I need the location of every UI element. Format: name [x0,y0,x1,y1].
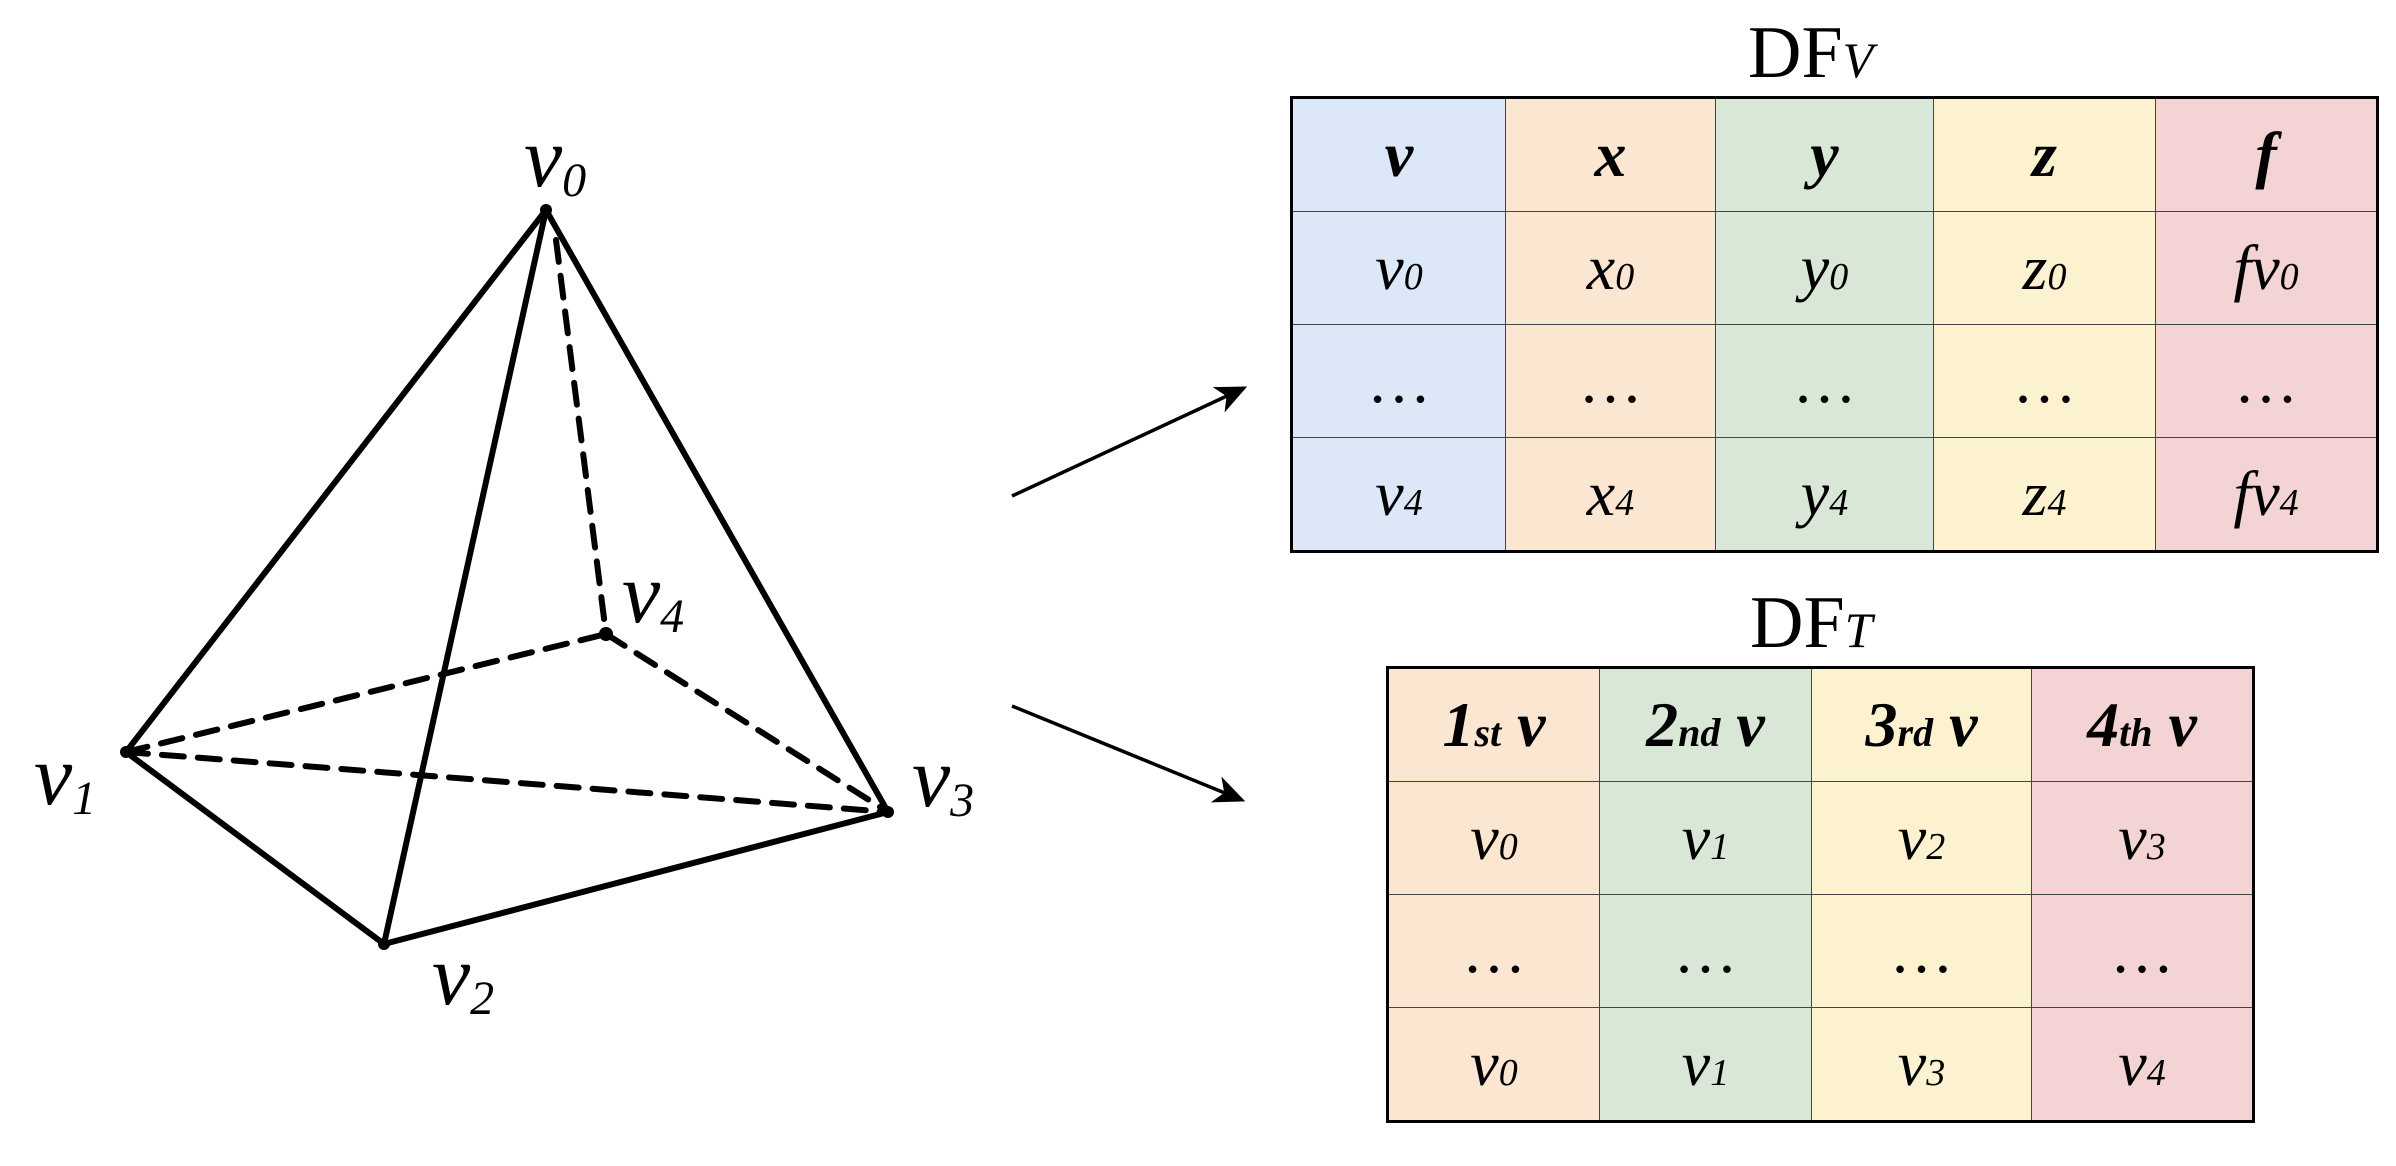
dfv-cell: v4 [1291,437,1506,552]
dfv-header-y: y [1715,97,1934,212]
dfv-table: v x y z f v0 x0 y0 z0 fv0 … … … … … v4 x… [1290,96,2379,553]
dft-cell: v1 [1599,1007,1812,1122]
vertex-label-v4: v4 [622,545,684,643]
dfv-cell: … [1505,324,1716,438]
dfv-header-f: f [2155,97,2378,212]
table-row: … … … … [1387,894,2254,1008]
dft-cell: v3 [2031,781,2254,895]
vertex-label-v3: v3 [912,729,974,827]
dft-header-2nd: 2nd v [1599,667,1812,782]
dfv-cell: fv4 [2155,437,2378,552]
dft-cell: … [1387,894,1600,1008]
vertex-point-v1 [120,746,132,758]
edge-v1-v4 [123,631,609,755]
dfv-cell: … [2155,324,2378,438]
dft-cell: … [2031,894,2254,1008]
vertex-label-v1: v1 [34,727,96,825]
dfv-cell: y4 [1715,437,1934,552]
dfv-cell: … [1715,324,1934,438]
dft-title: DFT [1750,582,1873,664]
dfv-cell: z0 [1933,211,2156,325]
vertex-points [120,204,894,950]
dfv-header-x: x [1505,97,1716,212]
dfv-cell: … [1933,324,2156,438]
dft-cell: … [1599,894,1812,1008]
dft-cell: v0 [1387,781,1600,895]
dfv-cell: … [1291,324,1506,438]
vertex-point-v3 [882,806,894,818]
vertex-point-v0 [540,204,552,216]
vertex-label-v2: v2 [432,927,494,1025]
dfv-header-z: z [1933,97,2156,212]
tetrahedron-edges [123,207,891,947]
edge-v0-v4 [553,237,609,637]
table-row: v0 v1 v3 v4 [1387,1007,2254,1122]
dft-cell: v1 [1599,781,1812,895]
dfv-cell: fv0 [2155,211,2378,325]
edge-v1-v3 [123,749,891,815]
dft-cell: … [1811,894,2032,1008]
vertex-label-v0: v0 [524,109,586,207]
edge-v1-v2 [123,749,387,947]
edge-v0-v1 [123,207,549,755]
dfv-cell: x0 [1505,211,1716,325]
dfv-header-row: v x y z f [1291,97,2378,212]
arrow-to-dfv [1011,386,1248,498]
dfv-cell: x4 [1505,437,1716,552]
edge-v0-v2 [381,207,549,947]
dft-header-1st: 1st v [1387,667,1600,782]
dft-table: 1st v 2nd v 3rd v 4th v v0 v1 v2 v3 … … … [1386,666,2255,1123]
edge-v0-v3 [543,207,891,815]
dft-header-row: 1st v 2nd v 3rd v 4th v [1387,667,2254,782]
dft-cell: v0 [1387,1007,1600,1122]
dfv-header-v: v [1291,97,1506,212]
edge-v4-v3 [603,631,891,815]
table-row: … … … … … [1291,324,2378,438]
vertex-point-v4 [599,627,613,641]
edge-v2-v3 [381,809,891,947]
table-row: v0 v1 v2 v3 [1387,781,2254,895]
dfv-cell: z4 [1933,437,2156,552]
dfv-title: DFV [1748,12,1874,94]
dft-cell: v3 [1811,1007,2032,1122]
dft-header-3rd: 3rd v [1811,667,2032,782]
table-row: v4 x4 y4 z4 fv4 [1291,437,2378,552]
dfv-cell: v0 [1291,211,1506,325]
vertex-labels: v0 v1 v2 v3 v4 [34,109,974,1025]
table-row: v0 x0 y0 z0 fv0 [1291,211,2378,325]
dfv-cell: y0 [1715,211,1934,325]
vertex-point-v2 [378,938,390,950]
dft-header-4th: 4th v [2031,667,2254,782]
dft-cell: v4 [2031,1007,2254,1122]
arrow-to-dft [1011,704,1246,803]
dft-cell: v2 [1811,781,2032,895]
